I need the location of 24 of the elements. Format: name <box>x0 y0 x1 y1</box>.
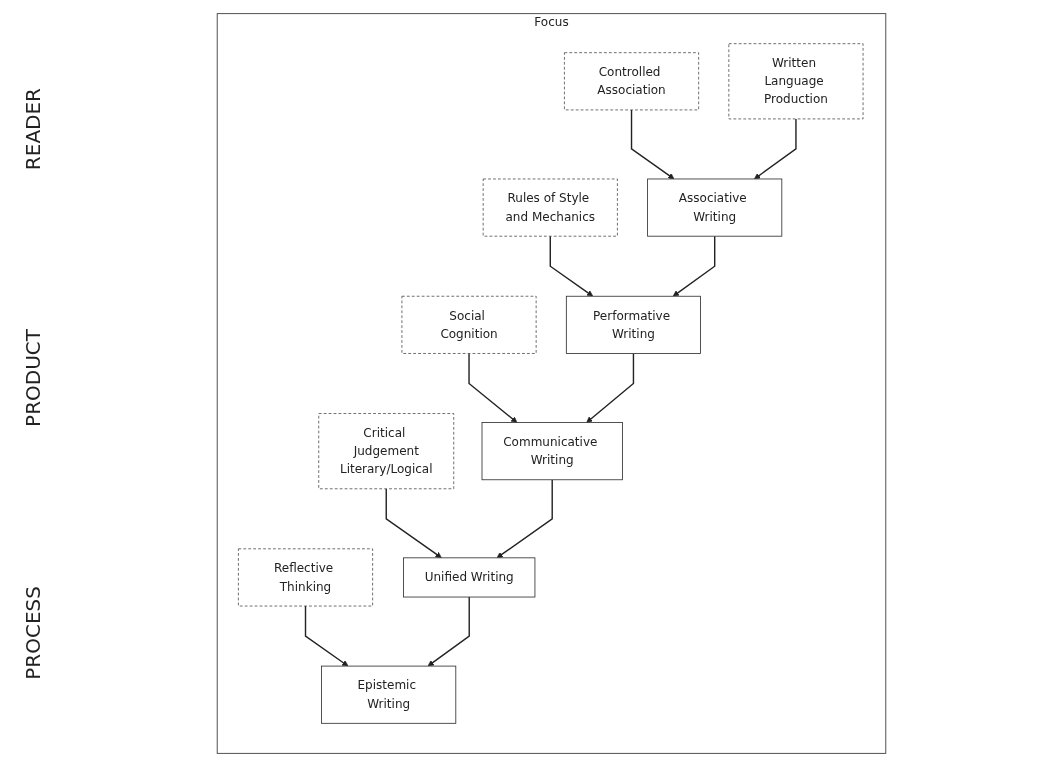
node-box: Written Language Production <box>728 43 864 120</box>
node-box: Performative Writing <box>565 295 701 354</box>
node-box: Controlled Association <box>564 52 699 111</box>
arrow <box>427 596 470 667</box>
row-label: PROCESS <box>21 585 45 680</box>
node-box: Associative Writing <box>647 178 783 237</box>
arrow <box>304 605 349 667</box>
node-box: Epistemic Writing <box>321 665 457 724</box>
row-label: READER <box>21 87 45 170</box>
arrow <box>385 488 442 559</box>
arrow <box>468 352 518 423</box>
node-box: Communicative Writing <box>481 422 623 481</box>
node-box: Unified Writing <box>403 557 536 598</box>
arrow <box>586 352 635 423</box>
arrow <box>496 479 553 559</box>
node-box: Rules of Style and Mechanics <box>482 178 618 237</box>
node-box: Reflective Thinking <box>238 548 373 607</box>
arrow <box>630 109 675 180</box>
arrow <box>754 118 797 180</box>
node-box: Critical Judgement Literary/Logical <box>318 413 455 490</box>
arrow <box>672 235 716 297</box>
node-box: Social Cognition <box>401 295 537 354</box>
row-label: PRODUCT <box>21 328 45 427</box>
arrow <box>549 235 594 297</box>
